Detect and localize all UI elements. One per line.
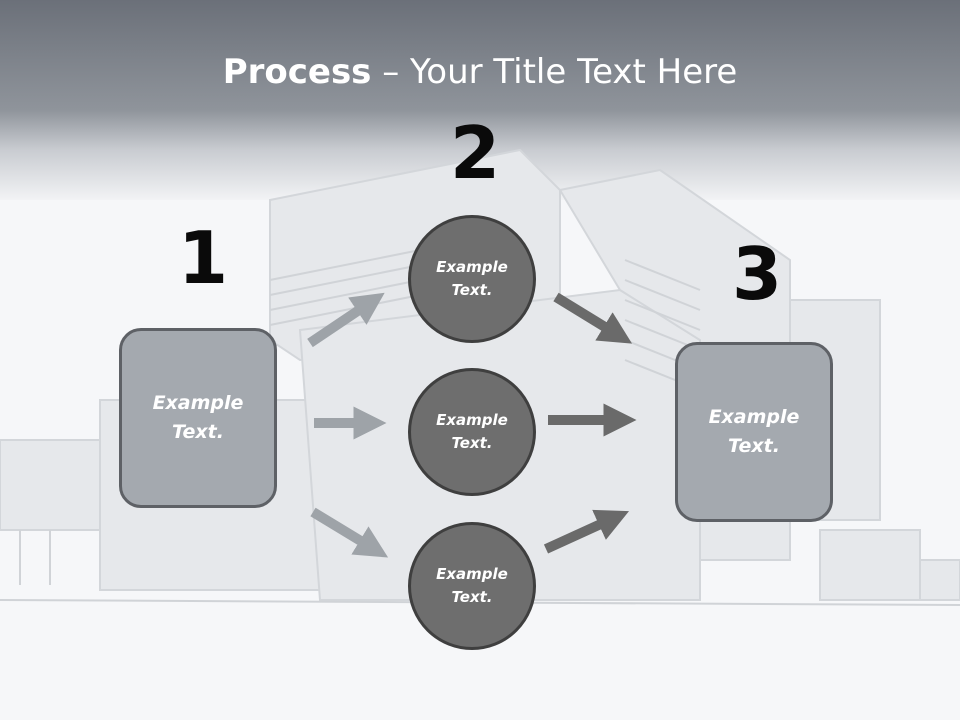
left-step-label: Example Text. [152, 392, 244, 443]
circle-middle: Example Text. [408, 368, 536, 496]
step-number-2: 2 [450, 111, 501, 195]
slide-title: Process – Your Title Text Here [0, 52, 960, 92]
left-step-box: Example Text. [119, 328, 277, 508]
right-step-box: Example Text. [675, 342, 833, 522]
step-number-1: 1 [178, 216, 229, 300]
circle-middle-label: Example Text. [436, 411, 508, 452]
circle-bottom-label: Example Text. [436, 565, 508, 606]
title-rest: – Your Title Text Here [371, 52, 738, 92]
step-number-3: 3 [732, 232, 783, 316]
arrow-to-circle-top [307, 292, 385, 348]
circle-top: Example Text. [408, 215, 536, 343]
circle-top-label: Example Text. [436, 258, 508, 299]
right-step-label: Example Text. [708, 406, 800, 457]
arrow-from-circle-top [553, 292, 633, 344]
title-bold: Process [222, 52, 372, 92]
arrow-from-circle-bottom [543, 509, 630, 554]
circle-bottom: Example Text. [408, 522, 536, 650]
arrow-to-circle-bottom [310, 507, 389, 558]
